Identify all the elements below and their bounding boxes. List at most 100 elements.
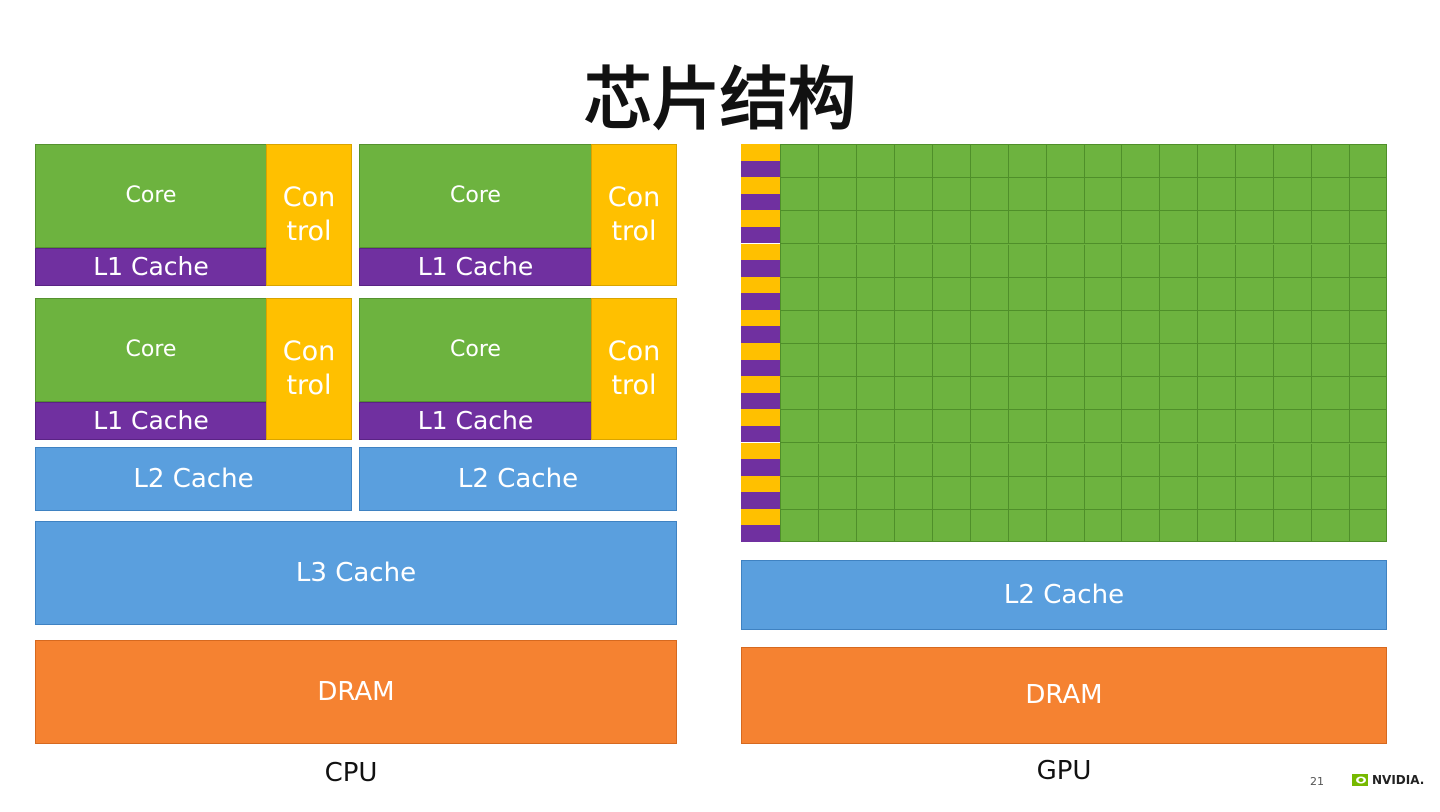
page-number: 21 [1310,775,1324,788]
cpu-core-4: Core [359,298,592,402]
gpu-core-cell [818,178,857,212]
gpu-core-cell [1122,344,1161,378]
gpu-core-cell [932,476,971,510]
gpu-core-cell [818,244,857,278]
gpu-core-cell [856,178,895,212]
gpu-core-cell [1008,145,1047,179]
gpu-core-cell [1046,178,1085,212]
gpu-core-cell [932,344,971,378]
gpu-core-cell [818,476,857,510]
slide-title: 芯片结构 [583,61,856,140]
gpu-core-cell [932,145,971,179]
gpu-dram: DRAM [741,647,1387,744]
cpu-l1-cache-4: L1 Cache [359,402,592,440]
gpu-core-cell [1198,509,1237,541]
gpu-core-cell [818,145,857,179]
cpu-control-3: Con trol [266,298,352,440]
gpu-core-cell [1008,377,1047,411]
gpu-core-cell [894,277,933,311]
cpu-control-1: Con trol [266,144,352,286]
gpu-core-cell [1046,443,1085,477]
gpu-core-cell [1312,410,1351,444]
gpu-core-cell [1274,377,1313,411]
gpu-core-cell [1312,476,1351,510]
gpu-core-cell [1084,310,1123,344]
gpu-core-cell [1046,277,1085,311]
gpu-core-cell [1350,509,1386,541]
gpu-core-cell [1008,443,1047,477]
gpu-core-cell [781,443,819,477]
gpu-l1-stripe [741,226,780,244]
gpu-core-cell [1046,476,1085,510]
gpu-core-cell [1312,344,1351,378]
gpu-core-cell [1236,476,1275,510]
gpu-core-cell [1236,211,1275,245]
gpu-core-cell [1312,145,1351,179]
gpu-core-cell [1312,211,1351,245]
gpu-core-cell [1084,145,1123,179]
gpu-core-cell [932,310,971,344]
gpu-control-cache-strip [741,144,780,542]
gpu-core-cell [1236,443,1275,477]
gpu-core-grid [780,144,1387,542]
gpu-core-cell [1122,211,1161,245]
gpu-core-cell [970,410,1009,444]
gpu-core-cell [818,344,857,378]
nvidia-logo-text: NVIDIA. [1372,773,1425,787]
gpu-core-cell [1350,244,1386,278]
gpu-core-cell [970,476,1009,510]
gpu-core-cell [1084,344,1123,378]
gpu-core-cell [1198,443,1237,477]
gpu-core-cell [894,344,933,378]
gpu-core-cell [1122,509,1161,541]
gpu-core-cell [970,377,1009,411]
gpu-core-cell [1046,509,1085,541]
gpu-core-cell [894,145,933,179]
gpu-core-cell [894,476,933,510]
gpu-core-cell [1122,310,1161,344]
gpu-core-cell [1008,476,1047,510]
gpu-core-cell [1122,443,1161,477]
gpu-core-cell [1236,310,1275,344]
gpu-core-cell [1236,509,1275,541]
gpu-core-cell [781,509,819,541]
gpu-core-cell [856,211,895,245]
gpu-core-cell [856,509,895,541]
gpu-control-stripe [741,276,780,294]
gpu-core-cell [856,410,895,444]
gpu-core-cell [932,211,971,245]
gpu-core-cell [894,509,933,541]
gpu-control-stripe [741,309,780,327]
gpu-core-cell [781,410,819,444]
gpu-core-cell [1122,476,1161,510]
gpu-core-cell [1122,410,1161,444]
gpu-core-cell [1046,244,1085,278]
gpu-core-cell [781,178,819,212]
gpu-core-cell [1350,443,1386,477]
gpu-core-cell [1198,277,1237,311]
gpu-core-cell [1122,244,1161,278]
gpu-core-cell [781,310,819,344]
gpu-core-cell [1312,443,1351,477]
gpu-core-cell [1046,344,1085,378]
cpu-l1-cache-1: L1 Cache [35,248,267,286]
gpu-core-cell [1008,277,1047,311]
gpu-core-cell [856,344,895,378]
gpu-core-cell [1236,377,1275,411]
gpu-core-cell [1274,443,1313,477]
gpu-core-cell [970,211,1009,245]
cpu-core-2: Core [359,144,592,248]
gpu-control-stripe [741,177,780,194]
gpu-core-cell [1350,410,1386,444]
gpu-l1-stripe [741,260,780,277]
cpu-l1-cache-3: L1 Cache [35,402,267,440]
gpu-core-cell [1198,178,1237,212]
gpu-core-cell [1198,244,1237,278]
gpu-core-cell [1198,410,1237,444]
gpu-core-cell [1274,410,1313,444]
gpu-l1-stripe [741,459,780,476]
gpu-control-stripe [741,243,780,261]
gpu-core-cell [781,377,819,411]
gpu-core-cell [1160,476,1199,510]
gpu-core-cell [1122,377,1161,411]
